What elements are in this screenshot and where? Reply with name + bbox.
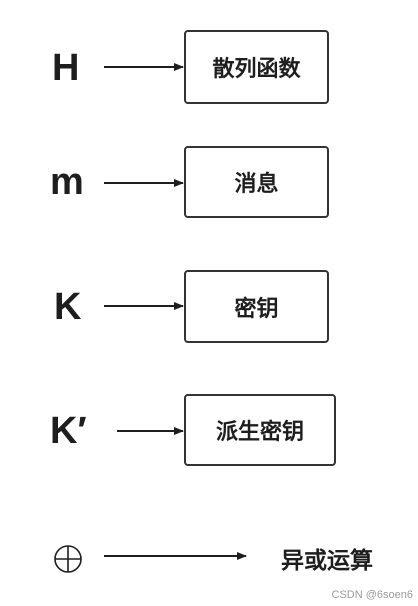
box-derived-key: 派生密钥 (184, 394, 336, 466)
symbol-key: K (54, 286, 82, 328)
box-message: 消息 (184, 146, 329, 218)
box-key: 密钥 (184, 270, 329, 343)
symbol-derived-key: K′ (50, 410, 87, 452)
label-xor-operation: 异或运算 (281, 548, 373, 574)
xor-circle-icon (54, 545, 82, 573)
box-hash-function: 散列函数 (184, 30, 329, 104)
symbol-hash: H (52, 47, 80, 89)
symbol-message: m (50, 161, 84, 203)
watermark: CSDN @6soen6 (331, 589, 413, 601)
